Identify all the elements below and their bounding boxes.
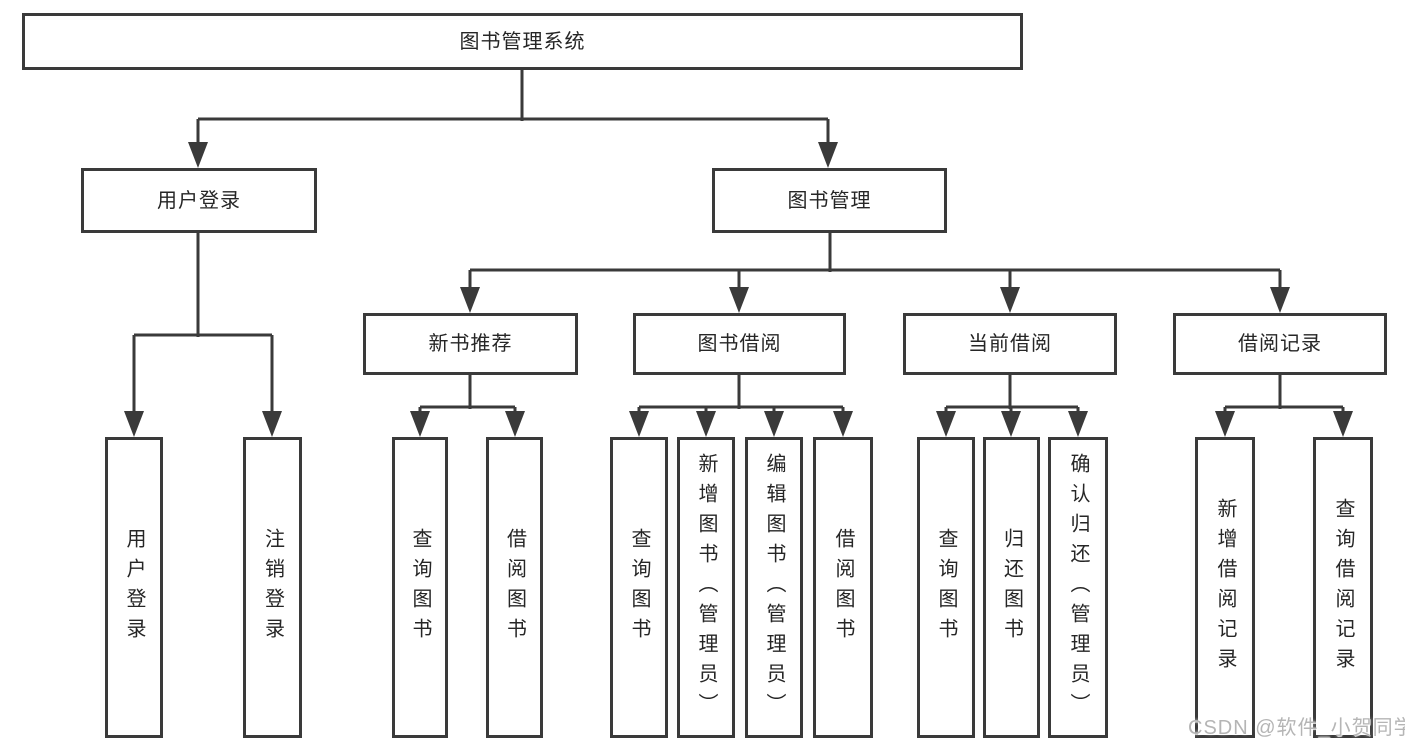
node-borrowing-records: 借阅记录 xyxy=(1173,313,1387,375)
leaf-newbook-borrow-books-label: 借阅图书 xyxy=(503,527,526,648)
node-book-borrowing: 图书借阅 xyxy=(633,313,846,375)
node-book-borrowing-label: 图书借阅 xyxy=(697,333,782,355)
leaf-current-return-books-label: 归还图书 xyxy=(1000,527,1023,648)
leaf-newbook-borrow-books: 借阅图书 xyxy=(486,437,543,738)
leaf-records-add-record-label: 新增借阅记录 xyxy=(1214,497,1236,678)
leaf-user-login: 用户登录 xyxy=(105,437,163,738)
node-user-login-label: 用户登录 xyxy=(157,189,241,212)
leaf-newbook-query-books: 查询图书 xyxy=(392,437,448,738)
leaf-records-query-record-label: 查询借阅记录 xyxy=(1332,497,1354,678)
csdn-watermark: CSDN @软件_小贺同学 xyxy=(1188,717,1405,739)
node-current-borrowing-label: 当前借阅 xyxy=(968,333,1052,355)
node-new-book-recommend: 新书推荐 xyxy=(363,313,578,375)
leaf-current-return-books: 归还图书 xyxy=(983,437,1040,738)
leaf-borrowing-edit-books-label: 编辑图书（管理员） xyxy=(763,452,785,723)
leaf-borrowing-add-books: 新增图书（管理员） xyxy=(677,437,735,738)
leaf-borrowing-add-books-label: 新增图书（管理员） xyxy=(695,452,717,723)
leaf-user-login-label: 用户登录 xyxy=(123,527,145,648)
leaf-current-confirm-return: 确认归还（管理员） xyxy=(1048,437,1108,738)
node-book-management: 图书管理 xyxy=(712,168,947,233)
node-user-login: 用户登录 xyxy=(81,168,317,233)
leaf-borrowing-borrow-books-label: 借阅图书 xyxy=(832,527,854,648)
node-root-system-label: 图书管理系统 xyxy=(459,30,586,53)
leaf-borrowing-query-books: 查询图书 xyxy=(610,437,668,738)
node-book-management-label: 图书管理 xyxy=(787,189,872,212)
leaf-records-query-record: 查询借阅记录 xyxy=(1313,437,1373,738)
node-current-borrowing: 当前借阅 xyxy=(903,313,1117,375)
leaf-current-query-books: 查询图书 xyxy=(917,437,975,738)
node-root-system: 图书管理系统 xyxy=(22,13,1023,70)
leaf-borrowing-borrow-books: 借阅图书 xyxy=(813,437,873,738)
leaf-borrowing-query-books-label: 查询图书 xyxy=(628,527,650,648)
leaf-logout-label: 注销登录 xyxy=(261,527,284,648)
leaf-borrowing-edit-books: 编辑图书（管理员） xyxy=(745,437,803,738)
leaf-records-add-record: 新增借阅记录 xyxy=(1195,437,1255,738)
leaf-current-query-books-label: 查询图书 xyxy=(935,527,957,648)
node-new-book-recommend-label: 新书推荐 xyxy=(428,333,513,355)
leaf-logout: 注销登录 xyxy=(243,437,302,738)
node-borrowing-records-label: 借阅记录 xyxy=(1238,333,1322,355)
leaf-newbook-query-books-label: 查询图书 xyxy=(409,527,431,648)
leaf-current-confirm-return-label: 确认归还（管理员） xyxy=(1067,452,1089,723)
